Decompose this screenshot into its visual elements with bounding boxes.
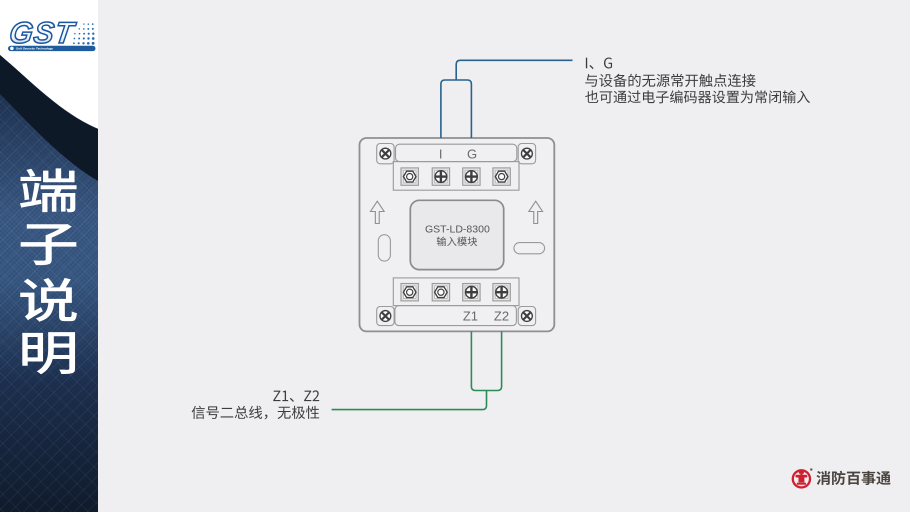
svg-text:I: I xyxy=(439,146,443,161)
svg-text:Z2: Z2 xyxy=(494,308,509,323)
svg-text:G: G xyxy=(467,146,477,161)
svg-text:GST-LD-8300: GST-LD-8300 xyxy=(425,224,490,236)
svg-text:Gulf Security Technology: Gulf Security Technology xyxy=(16,47,54,51)
svg-text:Z1: Z1 xyxy=(463,308,478,323)
svg-text:GST: GST xyxy=(7,17,78,50)
